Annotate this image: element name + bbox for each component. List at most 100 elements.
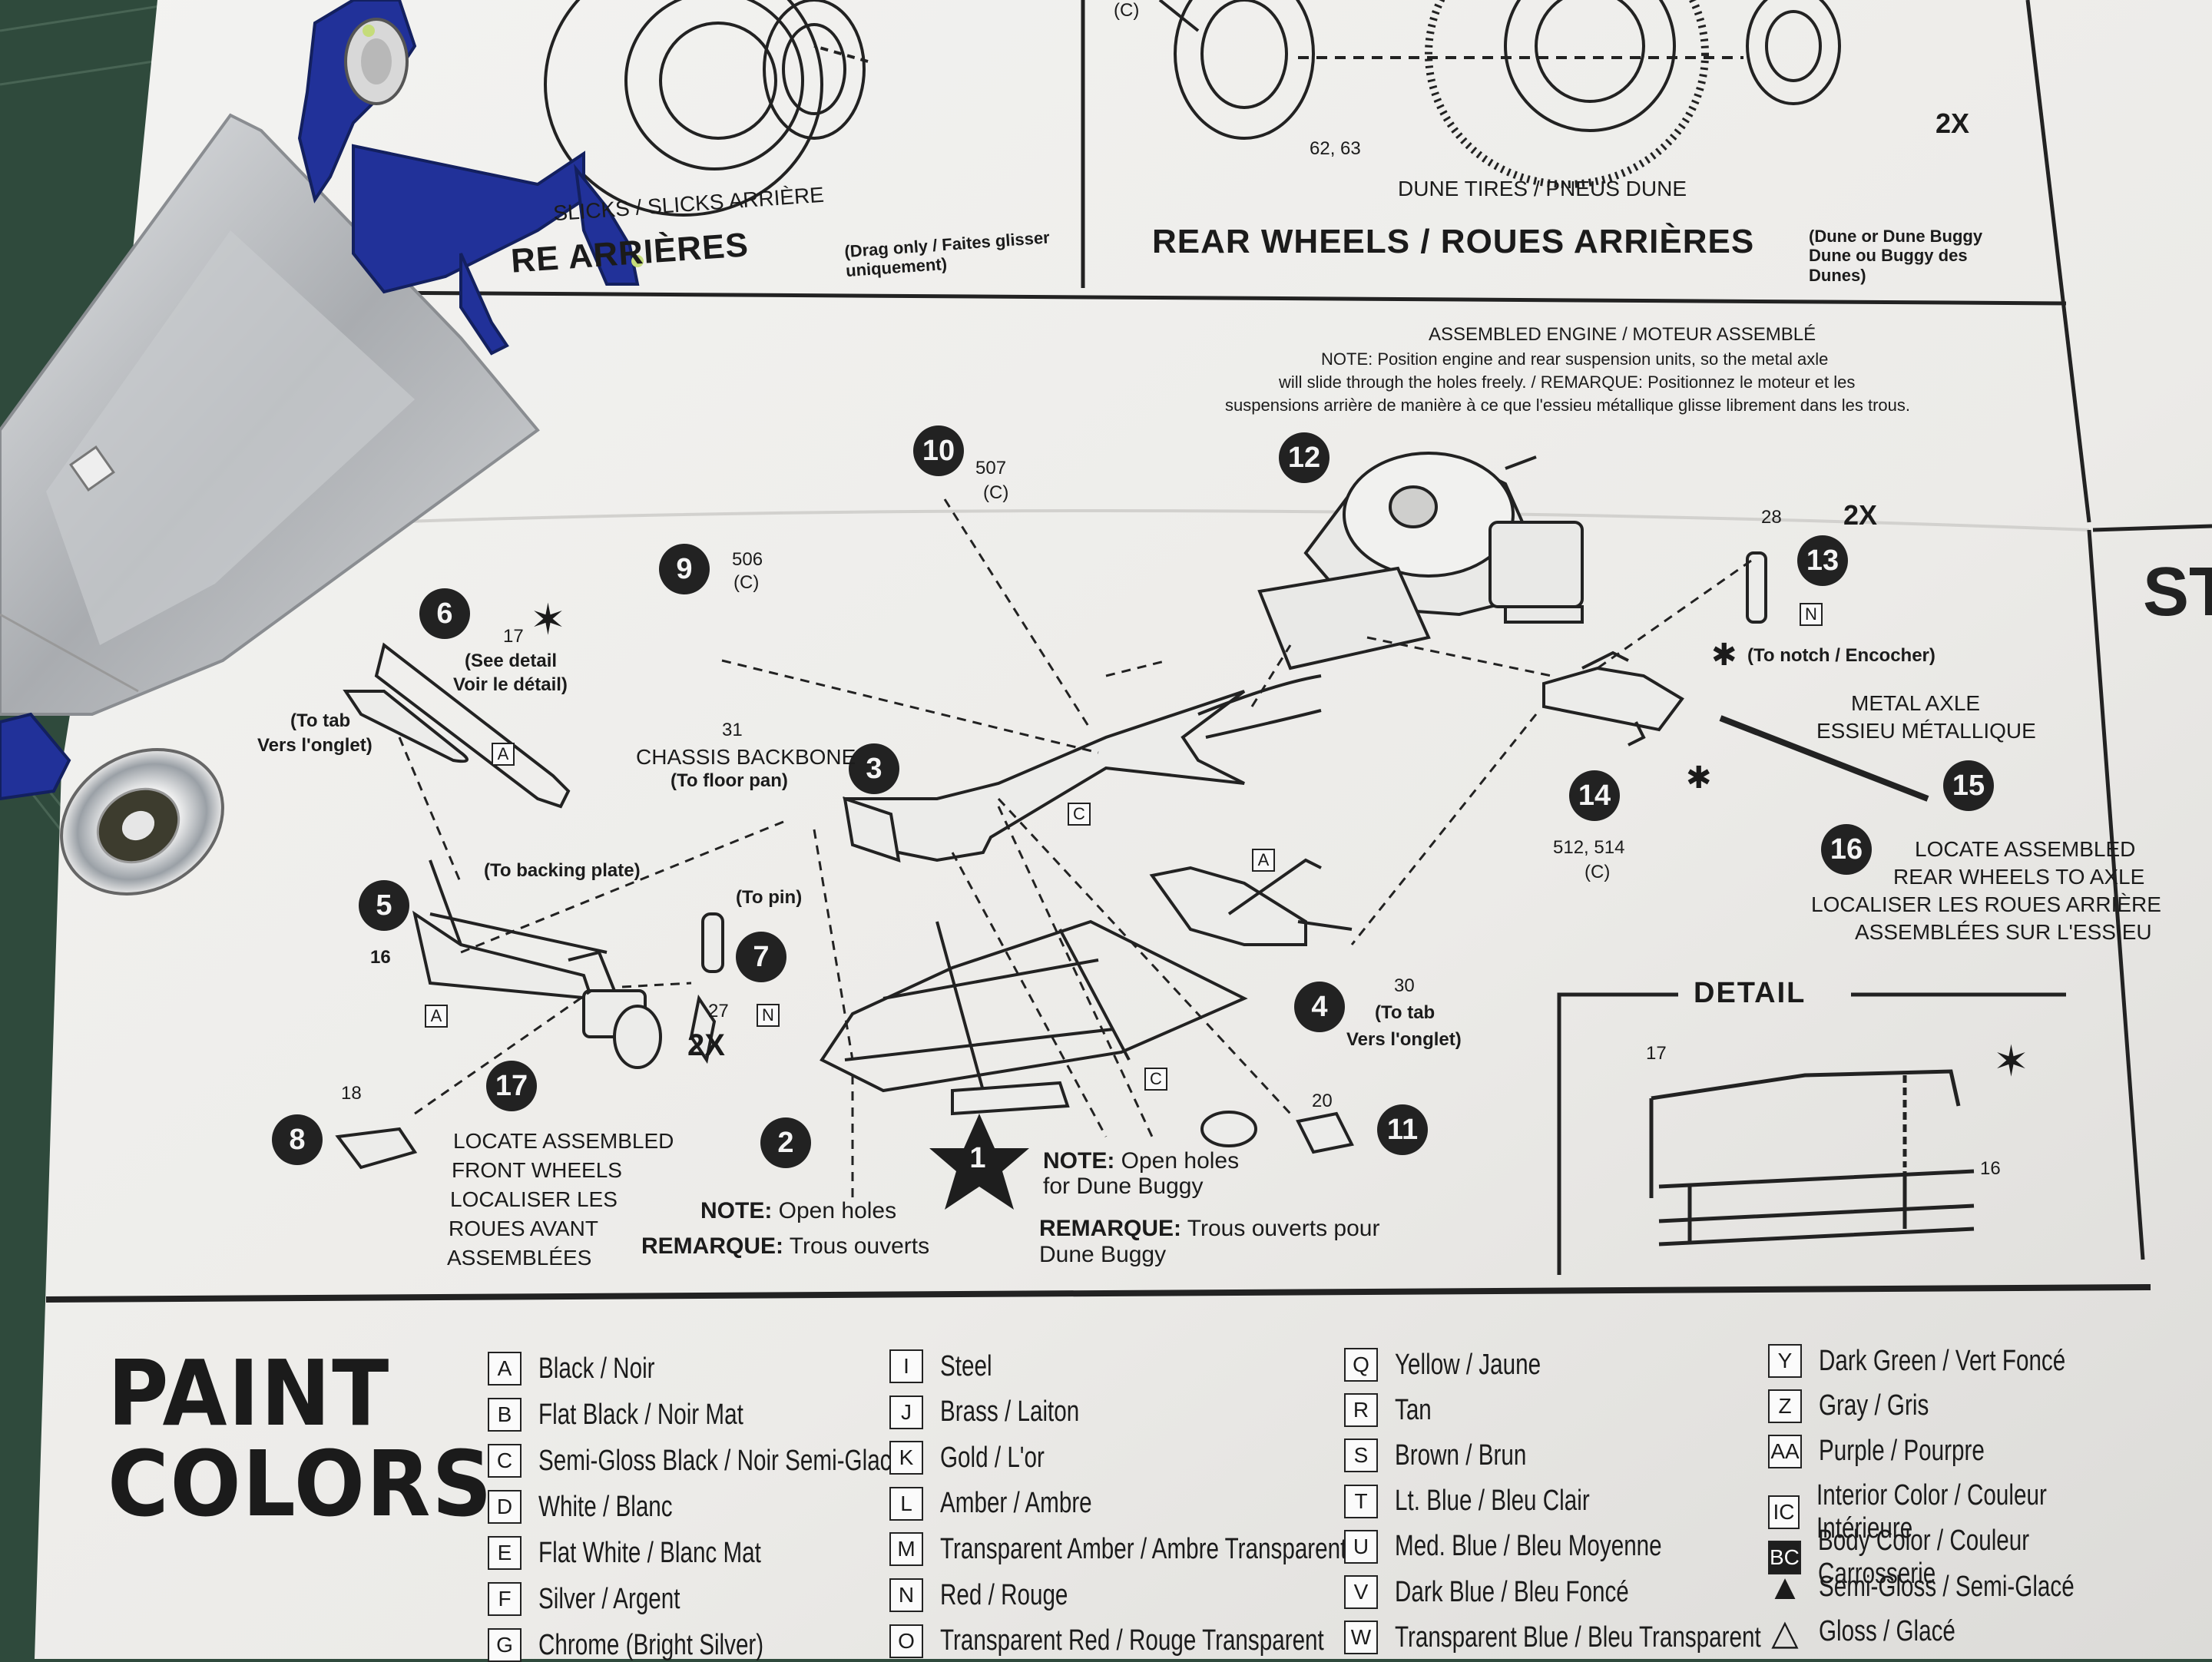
step-13-number: 13 (1797, 535, 1848, 586)
paint-color-code: D (488, 1490, 522, 1524)
qty-2x-front: 2X (687, 1028, 725, 1062)
paint-color-name: Yellow / Jaune (1395, 1348, 1541, 1381)
paint-color-code: IC (1768, 1495, 1800, 1530)
paint-color-code: L (889, 1486, 923, 1521)
paint-color-row: Z Gray / Gris (1768, 1389, 1960, 1423)
paint-color-name: Body Color / Couleur Carrosserie (1817, 1525, 2030, 1591)
paint-color-code: O (889, 1624, 923, 1658)
part-512-514-label: 512, 514 (1553, 837, 1625, 858)
paint-color-row: N Red / Rouge (889, 1578, 1104, 1612)
next-step-fragment: ST (2143, 554, 2212, 631)
paint-color-name: Red / Rouge (940, 1578, 1068, 1611)
chassis-drawing (820, 674, 1322, 1116)
paint-color-name: Flat Black / Noir Mat (538, 1398, 743, 1431)
paint-color-name: Transparent Blue / Bleu Transparent (1395, 1621, 1761, 1654)
note-open-holes-dune: NOTE: Open holes (1043, 1148, 1240, 1174)
rear-suspension-drawing (1149, 551, 1929, 946)
paint-color-name: Steel (940, 1349, 992, 1382)
paint-code-a-box-3: A (425, 1005, 448, 1028)
dune-buggy-note: (Dune or Dune Buggy Dune ou Buggy des Du… (1809, 227, 1983, 285)
paint-color-name: Black / Noir (538, 1352, 655, 1385)
rear-wheels-line-2: REAR WHEELS TO AXLE (1893, 865, 2145, 889)
part-c-label: (C) (1114, 0, 1140, 21)
paint-color-code: E (488, 1536, 522, 1570)
part-506-c: (C) (733, 572, 760, 593)
paint-color-name: Silver / Argent (538, 1582, 680, 1615)
paint-color-row: O Transparent Red / Rouge Transparent (889, 1624, 1432, 1658)
top-wheel-drawings (544, 0, 1841, 217)
to-backing-plate-label: (To backing plate) (484, 860, 641, 881)
rear-wheels-line-3: LOCALISER LES ROUES ARRIÈRE (1811, 892, 2161, 916)
to-tab-label-2: (To tab (1375, 1002, 1435, 1023)
leader-lines (398, 498, 1752, 1198)
part-506-label: 506 (732, 549, 763, 570)
part-16-label: 16 (370, 947, 391, 968)
step-1-number: 1 (969, 1141, 986, 1174)
paint-color-code: I (889, 1349, 923, 1383)
paint-color-code: T (1344, 1484, 1378, 1518)
step-4-number: 4 (1294, 982, 1345, 1032)
part-27-label: 27 (708, 1001, 729, 1021)
see-detail-label: (See detail (465, 651, 558, 671)
paint-color-name: Dark Blue / Bleu Foncé (1395, 1575, 1629, 1608)
part-507-c: (C) (983, 482, 1009, 503)
paint-color-code: Z (1768, 1389, 1802, 1423)
step-7-number: 7 (736, 932, 786, 982)
part-20-label: 20 (1312, 1091, 1333, 1111)
paint-color-code: Y (1768, 1344, 1802, 1378)
paint-color-code: U (1344, 1529, 1378, 1564)
paint-color-name: Chrome (Bright Silver) (538, 1628, 764, 1661)
paint-color-name: Amber / Ambre (940, 1487, 1092, 1520)
detail-star-icon-2: ✶ (1993, 1037, 2029, 1085)
fold-crease (176, 509, 2090, 531)
front-axle-drawing (335, 642, 1354, 1170)
paint-color-name: Purple / Pourpre (1819, 1435, 1985, 1468)
paint-color-name: Transparent Red / Rouge Transparent (940, 1624, 1324, 1657)
remarque-trous: REMARQUE: Trous ouverts (641, 1233, 930, 1259)
paint-color-row: AA Purple / Pourpre (1768, 1434, 2032, 1468)
chassis-part-number: 31 (722, 720, 743, 740)
step-11-number: 11 (1377, 1104, 1428, 1155)
chassis-backbone-label: CHASSIS BACKBONE (636, 745, 856, 769)
paint-color-name: Brown / Brun (1395, 1439, 1527, 1472)
part-30-label: 30 (1394, 975, 1415, 996)
paint-color-row: ▲Semi-Gloss / Semi-Glacé (1767, 1567, 2147, 1607)
paint-code-a-box: A (492, 743, 515, 766)
paint-color-code: A (488, 1352, 522, 1386)
dune-buggy-fr: Dune Buggy (1039, 1242, 1167, 1267)
step-15-number: 15 (1943, 760, 1994, 811)
paint-color-name: Flat White / Blanc Mat (538, 1536, 761, 1569)
front-wheels-line-2: FRONT WHEELS (452, 1158, 622, 1182)
paint-color-name: Semi-Gloss / Semi-Glacé (1819, 1570, 2075, 1603)
paint-color-name: Gray / Gris (1819, 1389, 1929, 1422)
front-wheels-line-4: ROUES AVANT (449, 1217, 599, 1240)
front-wheels-line-3: LOCALISER LES (450, 1187, 618, 1211)
paint-code-c-box-2: C (1144, 1068, 1167, 1091)
front-wheels-line-5: ASSEMBLÉES (447, 1246, 592, 1270)
paint-title-line-2: COLORS (108, 1431, 494, 1537)
step-1-star (929, 1114, 1029, 1210)
paint-color-code: G (488, 1628, 522, 1662)
paint-color-row: G Chrome (Bright Silver) (488, 1628, 827, 1662)
to-floor-pan-label: (To floor pan) (671, 770, 788, 791)
top-panel-rules (245, 0, 2212, 1260)
notch-star-icon: ✱ (1711, 638, 1737, 672)
paint-color-code: AA (1768, 1434, 1802, 1468)
paint-color-code: N (889, 1578, 923, 1612)
step-5-number: 5 (359, 880, 409, 931)
step-8-number: 8 (272, 1114, 323, 1165)
front-wheels-line-1: LOCATE ASSEMBLED (453, 1129, 674, 1153)
to-tab-label: (To tab (290, 710, 351, 731)
to-notch-label: (To notch / Encocher) (1747, 645, 1936, 666)
engine-drawing (1257, 452, 1584, 670)
